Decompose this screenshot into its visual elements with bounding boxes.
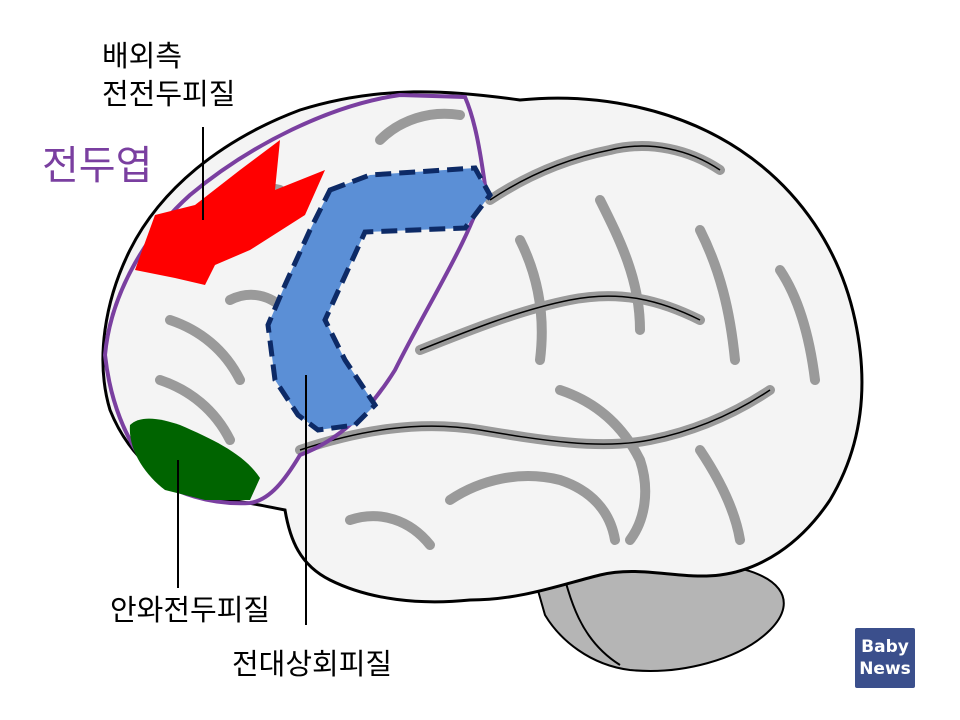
dorsolateral-label-line1: 배외측 bbox=[102, 39, 183, 73]
orbitofrontal-region bbox=[129, 418, 260, 500]
dorsolateral-label-line2: 전전두피질 bbox=[102, 77, 236, 111]
logo-line2: News bbox=[859, 659, 911, 679]
anterior-cingulate-region bbox=[265, 165, 493, 433]
babynews-logo: Baby News bbox=[855, 628, 915, 688]
logo-line1: Baby bbox=[861, 637, 909, 657]
frontal-lobe-label: 전두엽 bbox=[42, 143, 153, 189]
anterior-cingulate-label: 전대상회피질 bbox=[232, 647, 393, 681]
dorsolateral-prefrontal-region bbox=[135, 140, 325, 285]
orbitofrontal-label: 안와전두피질 bbox=[110, 593, 271, 627]
gyri-lines bbox=[299, 145, 771, 451]
